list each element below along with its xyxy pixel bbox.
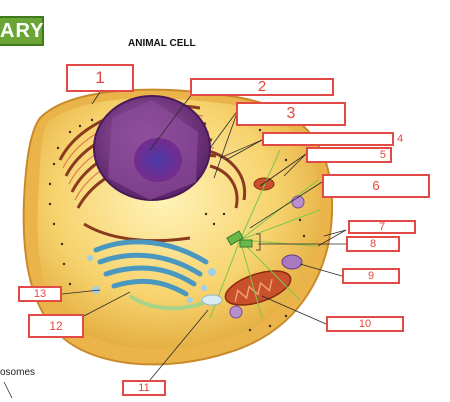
label-box-10[interactable]: 10 xyxy=(326,316,404,332)
leader-line-7b xyxy=(317,229,347,247)
leader-line-10 xyxy=(261,295,327,325)
leader-lines xyxy=(3,91,347,399)
label-number-11: 11 xyxy=(138,382,150,394)
mitochondrion xyxy=(224,270,292,306)
golgi-vesicles xyxy=(87,255,216,303)
centrioles xyxy=(226,230,253,248)
label-number-5: 5 xyxy=(379,149,386,161)
leader-line-corner xyxy=(3,381,13,399)
label-number-12: 12 xyxy=(49,319,63,333)
label-box-9[interactable]: 9 xyxy=(342,268,400,284)
leader-line-6 xyxy=(249,181,323,229)
leader-line-4a xyxy=(219,139,263,159)
leader-line-12 xyxy=(79,291,131,319)
label-box-4[interactable] xyxy=(262,132,394,146)
label-box-12[interactable]: 12 xyxy=(28,314,84,338)
label-number-8: 8 xyxy=(369,238,377,250)
label-box-8[interactable]: 8 xyxy=(346,236,400,252)
label-number-6: 6 xyxy=(372,178,380,193)
leader-line-5b xyxy=(283,153,307,177)
leader-line-8-bracket xyxy=(256,233,261,251)
label-box-3[interactable]: 3 xyxy=(236,102,346,126)
label-number-10: 10 xyxy=(358,318,372,330)
lysosome xyxy=(281,254,303,270)
leader-line-3b xyxy=(213,109,239,179)
label-number-9: 9 xyxy=(367,270,375,282)
label-box-6[interactable]: 6 xyxy=(322,174,430,198)
label-box-2[interactable]: 2 xyxy=(190,78,334,96)
vacuole xyxy=(201,294,223,306)
small-mitochondrion xyxy=(253,177,275,191)
leader-line-7a xyxy=(323,229,347,237)
leader-line-5a xyxy=(259,153,307,187)
leader-line-9 xyxy=(299,263,343,277)
nucleolus xyxy=(134,138,182,182)
label-number-2: 2 xyxy=(257,78,267,95)
label-box-1[interactable]: 1 xyxy=(66,64,134,92)
smooth-er xyxy=(128,294,207,311)
label-box-11[interactable]: 11 xyxy=(122,380,166,396)
leader-line-11 xyxy=(149,309,209,381)
leader-line-1 xyxy=(91,91,101,105)
label-box-13[interactable]: 13 xyxy=(18,286,62,302)
leader-line-4b xyxy=(225,139,263,161)
section-banner: ARY xyxy=(0,16,44,46)
label-number-7: 7 xyxy=(378,221,386,233)
label-number-3: 3 xyxy=(286,105,296,122)
label-number-13: 13 xyxy=(33,288,47,300)
label-number-4: 4 xyxy=(397,133,404,145)
label-number-1: 1 xyxy=(95,68,105,87)
leader-line-13 xyxy=(61,289,101,295)
golgi-apparatus xyxy=(93,239,209,297)
diagram-title: ANIMAL CELL xyxy=(128,38,196,49)
leader-line-3a xyxy=(209,109,239,149)
leader-line-2 xyxy=(149,93,193,151)
corner-cropped-text: osomes xyxy=(0,367,36,378)
label-box-5[interactable]: 5 xyxy=(306,147,392,163)
vesicle xyxy=(229,305,243,319)
label-box-7[interactable]: 7 xyxy=(348,220,416,234)
